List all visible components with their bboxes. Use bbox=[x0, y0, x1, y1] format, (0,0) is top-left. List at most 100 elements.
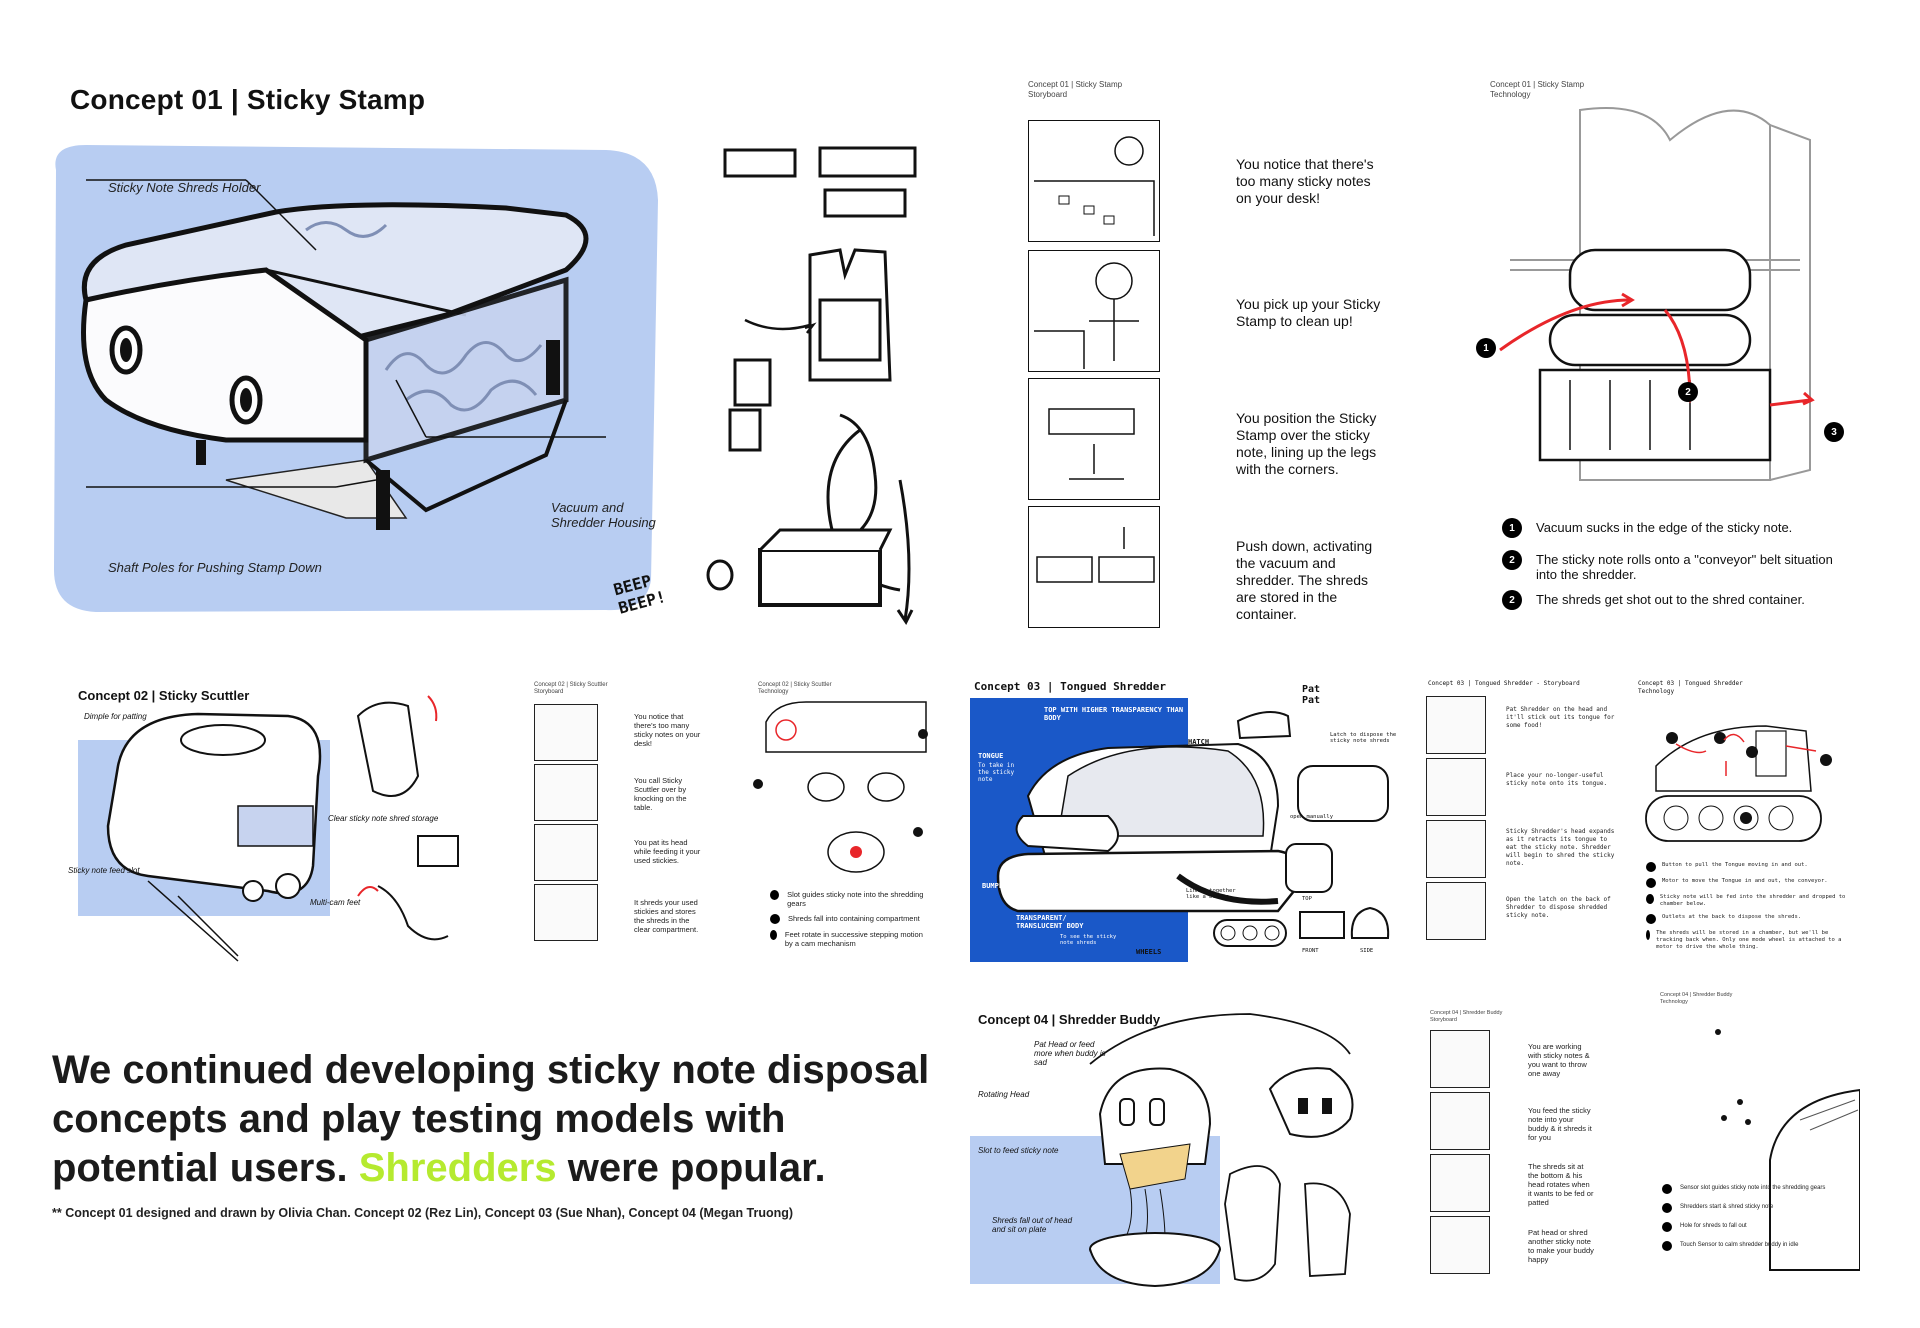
c04-tech-list: Sensor slot guides sticky note into the … bbox=[1662, 1184, 1860, 1251]
shredder-buddy-svg bbox=[1089, 1013, 1354, 1288]
c03-story-text-1: Pat Shredder on the head and it'll stick… bbox=[1506, 706, 1615, 729]
credits-footnote: ** Concept 01 designed and drawn by Oliv… bbox=[52, 1206, 794, 1220]
concept01-title: Concept 01 | Sticky Stamp bbox=[70, 84, 426, 115]
c02-story-frame-3 bbox=[534, 824, 598, 881]
c02-technology: Concept 02 | Sticky Scuttler Technology … bbox=[746, 676, 932, 966]
sticky-stamp-sketch-svg bbox=[54, 145, 658, 612]
label-latch: Latch to dispose the sticky note shreds bbox=[1330, 732, 1397, 744]
tech-item: Touch Sensor to calm shredder buddy in i… bbox=[1662, 1241, 1860, 1251]
c01-story-frame-3 bbox=[1028, 378, 1160, 500]
label-translucent-body: TRANSPARENT/ TRANSLUCENT BODY bbox=[1016, 914, 1084, 930]
tech-item: Hole for shreds to fall out bbox=[1662, 1222, 1860, 1232]
story-pickup-sketch bbox=[1034, 262, 1139, 369]
c03-story-text-4: Open the latch on the back of Shredder t… bbox=[1506, 896, 1611, 919]
label-body-sub: To see the sticky note shreds bbox=[1060, 934, 1117, 946]
tech-item: 2 The shreds get shot out to the shred c… bbox=[1502, 590, 1882, 610]
c04-story-frame-3 bbox=[1430, 1154, 1490, 1212]
label-wheels: WHEELS bbox=[1136, 948, 1162, 956]
story-notice-sketch bbox=[1034, 136, 1155, 236]
label-shreds-holder: Sticky Note Shreds Holder bbox=[108, 180, 261, 195]
c01-tech-header: Concept 01 | Sticky Stamp Technology bbox=[1490, 80, 1585, 99]
label-pat-head: Pat Head or feed more when buddy is sad bbox=[1034, 1040, 1106, 1067]
c02-tech-list: Slot guides sticky note into the shreddi… bbox=[770, 890, 930, 948]
label-shreds-plate: Shreds fall out of head and sit on plate bbox=[992, 1216, 1073, 1234]
c01-story-frame-2 bbox=[1028, 250, 1160, 372]
headline-accent: Shredders bbox=[358, 1146, 557, 1190]
c01-storyboard-header: Concept 01 | Sticky Stamp Storyboard bbox=[1028, 80, 1123, 99]
label-bumper: BUMPER bbox=[982, 882, 1008, 890]
concept01-parts-sketch: BEEP BEEP! bbox=[600, 140, 930, 640]
concept03-panel: Concept 03 | Tongued Shredder TOP WITH H… bbox=[968, 676, 1408, 970]
stamp-mechanism-svg bbox=[1499, 107, 1815, 481]
label-feed-slot: Slot to feed sticky note bbox=[978, 1146, 1059, 1155]
c01-story-text-1: You notice that there's too many sticky … bbox=[1236, 156, 1374, 206]
tech-item: 1 Vacuum sucks in the edge of the sticky… bbox=[1502, 518, 1882, 538]
diagram-step-2: 2 bbox=[1678, 382, 1698, 402]
tech-item: Sticky note will be fed into the shredde… bbox=[1646, 894, 1846, 908]
diagram-step-1: 1 bbox=[1476, 338, 1496, 358]
label-multi-cam-feet: Multi-cam feet bbox=[310, 898, 361, 907]
label-feed-slot: Sticky note feed slot bbox=[68, 866, 140, 875]
label-rotating-head: Rotating Head bbox=[978, 1090, 1030, 1099]
c03-storyboard-header: Concept 03 | Tongued Shredder - Storyboa… bbox=[1428, 680, 1580, 687]
label-top-transparency: TOP WITH HIGHER TRANSPARENCY THAN BODY bbox=[1044, 706, 1184, 722]
c03-storyboard: Concept 03 | Tongued Shredder - Storyboa… bbox=[1426, 676, 1620, 966]
concept02-title: Concept 02 | Sticky Scuttler bbox=[78, 688, 250, 703]
tech-item: Shredders start & shred sticky note bbox=[1662, 1203, 1860, 1213]
tech-item: 2 The sticky note rolls onto a "conveyor… bbox=[1502, 550, 1882, 582]
c04-story-text-3: The shreds sit at the bottom & his head … bbox=[1528, 1162, 1594, 1207]
c01-story-frame-1 bbox=[1028, 120, 1160, 242]
tech-item: Button to pull the Tongue moving in and … bbox=[1646, 862, 1846, 872]
c03-story-frame-1 bbox=[1426, 696, 1486, 754]
parts-sketch-svg bbox=[706, 146, 917, 625]
label-pat-pat: Pat Pat bbox=[1302, 684, 1321, 706]
label-view-front: FRONT bbox=[1302, 948, 1319, 954]
c04-story-text-2: You feed the sticky note into your buddy… bbox=[1528, 1106, 1592, 1142]
c02-story-text-1: You notice that there's too many sticky … bbox=[634, 712, 701, 748]
c03-story-text-2: Place your no-longer-useful sticky note … bbox=[1506, 772, 1608, 787]
story-push-sketch bbox=[1036, 527, 1155, 583]
story-position-sketch bbox=[1048, 408, 1135, 480]
concept03-title: Concept 03 | Tongued Shredder bbox=[974, 680, 1167, 693]
c03-story-frame-4 bbox=[1426, 882, 1486, 940]
label-view-top: TOP bbox=[1302, 896, 1312, 902]
label-shaft-poles: Shaft Poles for Pushing Stamp Down bbox=[108, 560, 322, 575]
c01-story-text-3: You position the Sticky Stamp over the s… bbox=[1236, 410, 1377, 477]
c01-tech-diagram: 1 2 3 bbox=[1470, 100, 1860, 510]
c02-story-text-2: You call Sticky Scuttler over by knockin… bbox=[634, 776, 687, 812]
label-hatch: HATCH bbox=[1188, 738, 1210, 746]
c04-story-text-4: Pat head or shred another sticky note to… bbox=[1528, 1228, 1594, 1264]
c01-story-text-4: Push down, activating the vacuum and shr… bbox=[1236, 538, 1373, 622]
label-tongue-sub: To take in the sticky note bbox=[978, 762, 1015, 783]
c01-story-text-2: You pick up your Sticky Stamp to clean u… bbox=[1236, 296, 1381, 329]
diagram-step-3: 3 bbox=[1824, 422, 1844, 442]
buddy-mechanism-svg bbox=[1715, 1029, 1860, 1271]
label-linked: Linked together like a bead's bbox=[1186, 888, 1236, 900]
label-open-manually: open manually bbox=[1290, 814, 1334, 820]
tech-item: Outlets at the back to dispose the shred… bbox=[1646, 914, 1846, 924]
c03-story-frame-3 bbox=[1426, 820, 1486, 878]
concept01-sketch: Sticky Note Shreds Holder Vacuum and Shr… bbox=[46, 140, 666, 620]
scuttler-sketch-svg bbox=[106, 695, 459, 962]
label-vacuum-housing: Vacuum and Shredder Housing bbox=[551, 500, 656, 530]
c02-story-frame-2 bbox=[534, 764, 598, 821]
tech-item: Shreds fall into containing compartment bbox=[770, 914, 930, 924]
c03-technology: Concept 03 | Tongued Shredder Technology… bbox=[1636, 676, 1852, 966]
concept04-panel: Concept 04 | Shredder Buddy Pat Head or … bbox=[970, 1004, 1390, 1288]
c03-tech-list: Button to pull the Tongue moving in and … bbox=[1646, 862, 1846, 951]
c03-story-text-3: Sticky Shredder's head expands as it ret… bbox=[1506, 828, 1615, 867]
label-view-side: SIDE bbox=[1360, 948, 1374, 954]
c01-tech-list: 1 Vacuum sucks in the edge of the sticky… bbox=[1502, 518, 1882, 610]
c02-storyboard: Concept 02 | Sticky Scuttler Storyboard … bbox=[534, 676, 716, 966]
c02-story-frame-4 bbox=[534, 884, 598, 941]
c02-story-frame-1 bbox=[534, 704, 598, 761]
c01-story-frame-4 bbox=[1028, 506, 1160, 628]
c04-story-frame-2 bbox=[1430, 1092, 1490, 1150]
c04-story-text-1: You are working with sticky notes & you … bbox=[1528, 1042, 1590, 1078]
tongued-shredder-svg bbox=[996, 711, 1390, 947]
tech-item: Slot guides sticky note into the shreddi… bbox=[770, 890, 930, 908]
c03-tech-header: Concept 03 | Tongued Shredder Technology bbox=[1638, 680, 1743, 695]
headline: We continued developing sticky note disp… bbox=[52, 1048, 930, 1190]
c02-story-text-4: It shreds your used stickies and stores … bbox=[634, 898, 699, 934]
c04-storyboard: Concept 04 | Shredder Buddy Storyboard Y… bbox=[1430, 1010, 1600, 1286]
